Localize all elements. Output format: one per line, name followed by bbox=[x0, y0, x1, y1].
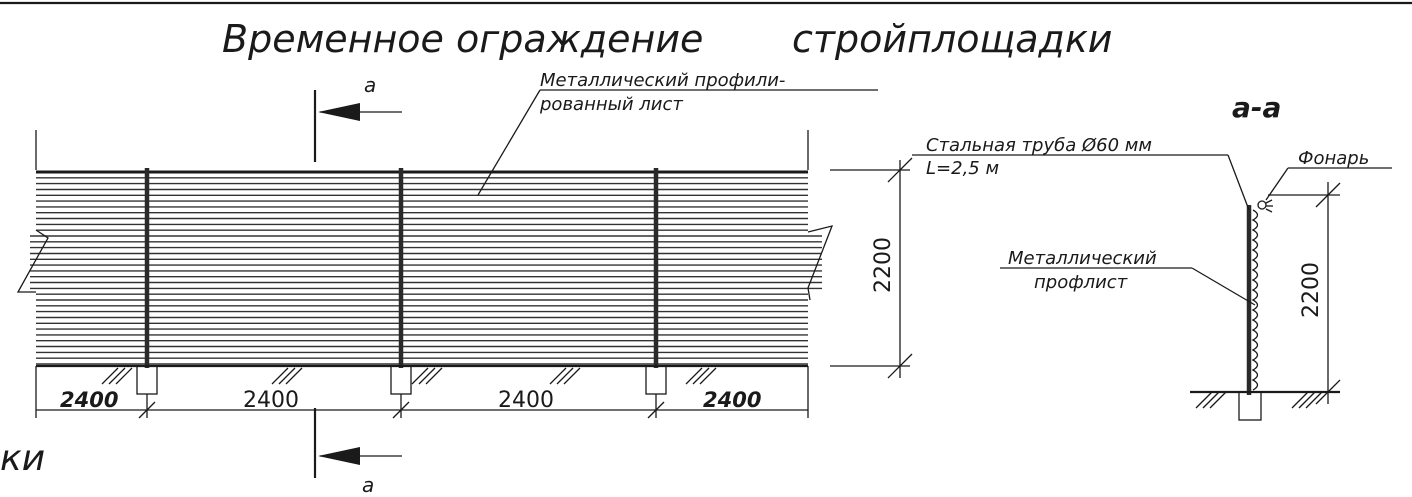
break-line-left bbox=[16, 229, 49, 293]
fragment-text: ки bbox=[0, 438, 45, 479]
title-part1: Временное ограждение bbox=[222, 17, 703, 61]
sheet-label-line1: Металлический профили- bbox=[540, 70, 785, 91]
fence-front-view: 2400 2400 2400 2400 2200 а а Металлическ… bbox=[16, 70, 913, 497]
ground-hatching bbox=[101, 367, 717, 385]
title-part2: стройплощадки bbox=[792, 17, 1112, 61]
lantern-label: Фонарь bbox=[1298, 148, 1369, 169]
pipe-label-line1: Стальная труба Ø60 мм bbox=[926, 135, 1152, 156]
profiled-sheet-lines bbox=[30, 170, 822, 365]
profsheet-label-line2: профлист bbox=[1034, 272, 1128, 293]
profsheet-label-line1: Металлический bbox=[1008, 248, 1157, 269]
height-section-label: 2200 bbox=[1299, 262, 1324, 318]
profsheet-leader bbox=[1191, 267, 1256, 306]
break-line-right bbox=[807, 225, 834, 301]
foundation-3 bbox=[645, 365, 667, 395]
height-front-label: 2200 bbox=[871, 237, 896, 293]
pipe-leader bbox=[1227, 154, 1250, 211]
section-hatching bbox=[1195, 391, 1323, 409]
lantern-icon bbox=[1257, 200, 1267, 210]
section-mark-bottom: а bbox=[362, 473, 374, 497]
section-a-a: а-а 2200 Стальная труба Ø60 мм L=2,5 м bbox=[912, 91, 1392, 421]
pipe-label-line2: L=2,5 м bbox=[926, 158, 999, 179]
section-mark-top: а bbox=[364, 73, 376, 97]
foundation-1 bbox=[136, 365, 158, 395]
lantern-leader bbox=[1265, 167, 1289, 201]
foundation-2 bbox=[390, 365, 412, 395]
profiled-sheet-section bbox=[1251, 209, 1259, 391]
section-arrow-top bbox=[318, 103, 360, 121]
section-title: а-а bbox=[1232, 91, 1281, 124]
span-2-label: 2400 bbox=[243, 388, 299, 413]
section-arrow-bottom bbox=[318, 447, 360, 465]
span-1-label: 2400 bbox=[60, 388, 118, 412]
section-foundation bbox=[1238, 391, 1262, 421]
span-3-label: 2400 bbox=[498, 388, 554, 413]
sheet-label-line2: рованный лист bbox=[539, 94, 683, 115]
span-4-label: 2400 bbox=[703, 388, 761, 412]
sheet-leader bbox=[477, 89, 541, 196]
